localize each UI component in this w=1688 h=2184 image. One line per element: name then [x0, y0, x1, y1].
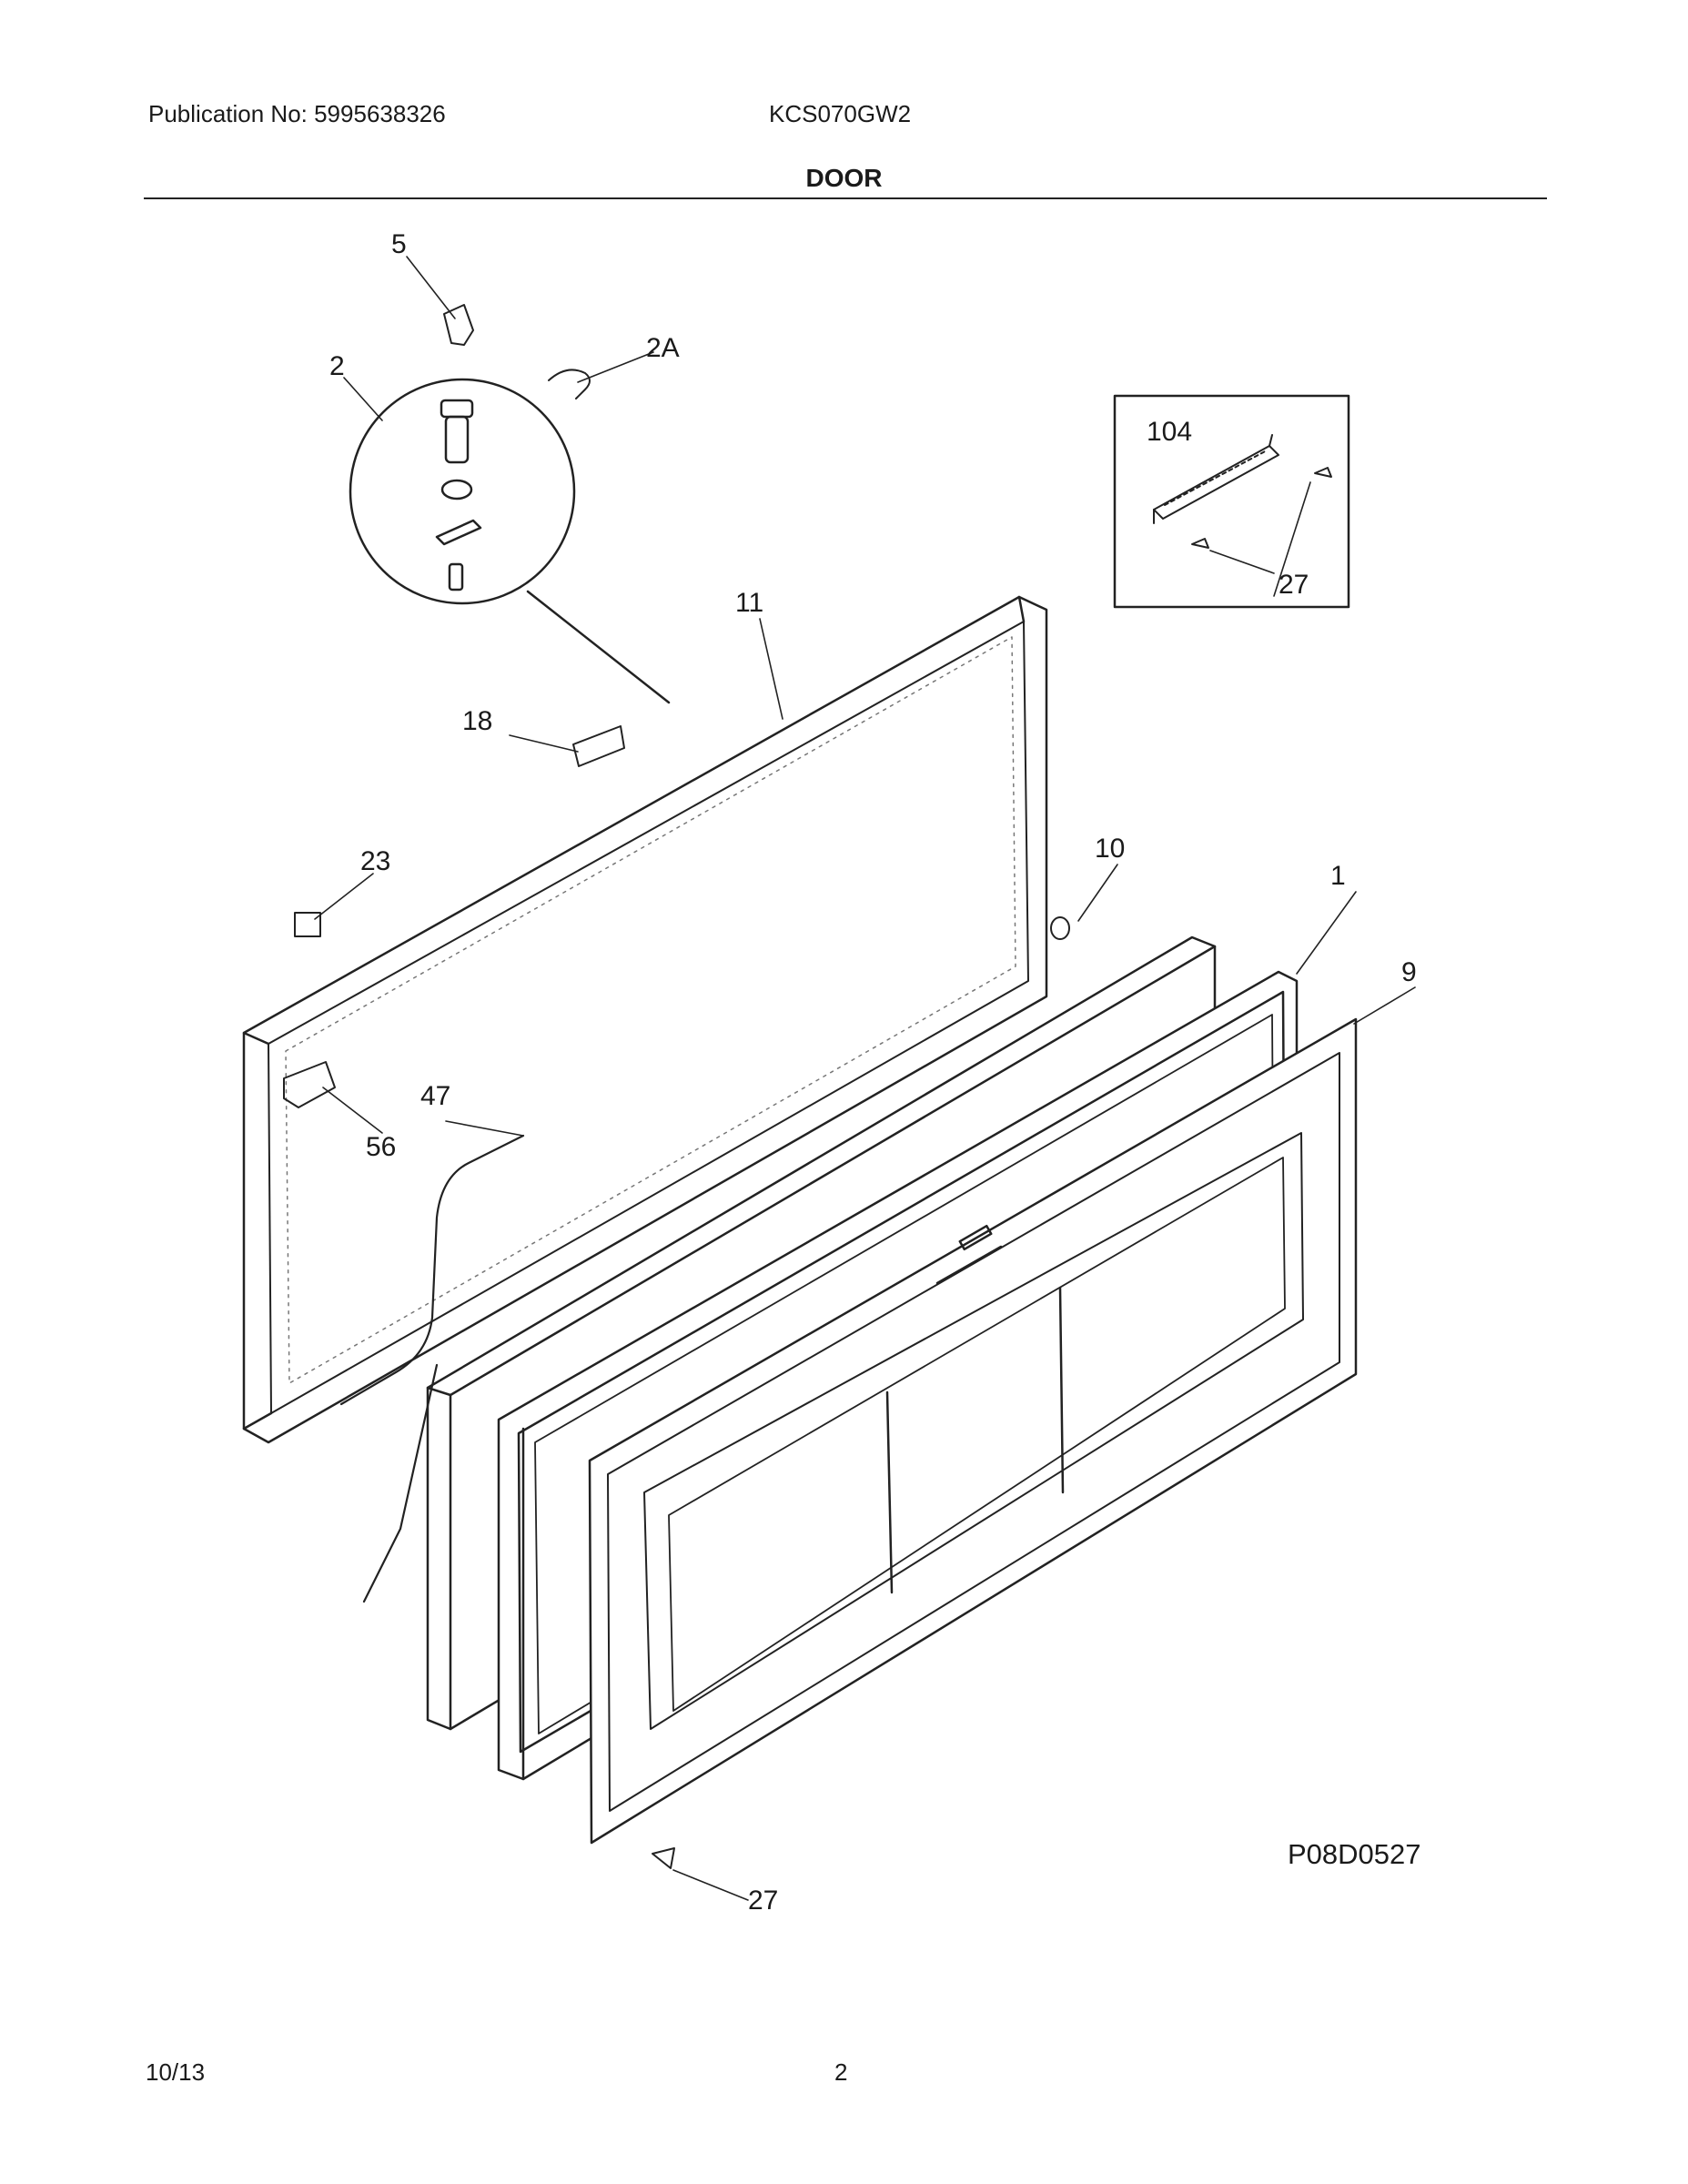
- outer-door-liner-9: [588, 1017, 1358, 1845]
- callout-27-inset: 27: [1279, 570, 1309, 600]
- screw-27-bottom: [652, 1847, 675, 1869]
- cable-47: [339, 1134, 525, 1603]
- callout-104: 104: [1147, 417, 1192, 447]
- publication-number: Publication No: 5995638326: [148, 100, 446, 127]
- callout-9: 9: [1401, 957, 1417, 987]
- callout-47: 47: [420, 1081, 450, 1111]
- lock-bubble-2: [349, 378, 671, 704]
- callout-2: 2: [329, 351, 345, 381]
- footer-date: 10/13: [146, 2058, 206, 2086]
- callout-1: 1: [1330, 861, 1346, 891]
- callout-5: 5: [391, 229, 407, 259]
- bumper-10: [1050, 916, 1070, 940]
- inner-door-panel-11: [242, 595, 1048, 1444]
- callout-11: 11: [735, 588, 763, 618]
- callout-27-bottom: 27: [748, 1886, 778, 1916]
- callout-2a: 2A: [646, 333, 680, 363]
- callout-10: 10: [1095, 834, 1125, 864]
- callout-56: 56: [366, 1132, 396, 1162]
- footer-page-number: 2: [834, 2058, 848, 2086]
- callout-23: 23: [360, 846, 390, 876]
- model-number: KCS070GW2: [769, 100, 912, 127]
- clip-2a: [548, 369, 591, 399]
- cup-56: [283, 1061, 336, 1108]
- hinge-bracket-104: [1153, 434, 1332, 549]
- handle-18: [572, 725, 625, 767]
- section-title: DOOR: [805, 164, 883, 192]
- inset-box-104: [1113, 394, 1350, 609]
- bracket-23: [294, 912, 321, 937]
- key-5: [443, 304, 474, 346]
- header-rule: [144, 197, 1547, 199]
- diagram-reference-code: P08D0527: [1288, 1838, 1421, 1870]
- callout-18: 18: [462, 706, 492, 736]
